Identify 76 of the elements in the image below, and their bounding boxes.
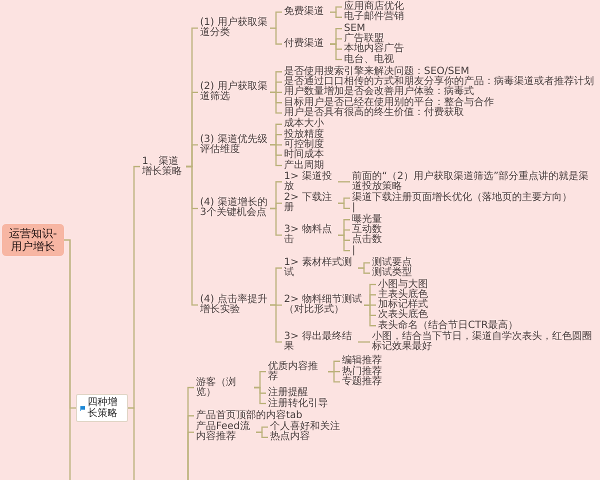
topic-label: 可控制度 xyxy=(282,140,326,150)
topic-label: 3> 物料点击 xyxy=(282,225,338,246)
topic-label: 热点内容 xyxy=(268,432,312,442)
connector-line xyxy=(270,304,282,343)
connector-line xyxy=(64,239,76,409)
topic-label: 1、渠道增长策略 xyxy=(140,156,186,177)
topic-label: 投放精度 xyxy=(282,130,326,140)
topic-label: 小图，结合当下节日，渠道自学次表头，红色圆圈标记效果最好 xyxy=(370,332,598,352)
topic-label: 四种增长策略 xyxy=(87,397,118,419)
topic-label: 时间成本 xyxy=(282,150,326,160)
connector-line xyxy=(128,407,135,480)
topic-label: 前面的“（2）用户获取渠道筛选”部分重点讲的就是渠道投放策略 xyxy=(350,172,598,192)
connector-line xyxy=(330,43,342,60)
topic-label: SEM xyxy=(342,24,368,34)
topic-label: 产品首页顶部的内容tab xyxy=(194,410,304,421)
topic-label: 次表头底色 xyxy=(376,310,430,320)
topic-label: 专题推荐 xyxy=(340,376,384,387)
connector-line xyxy=(270,208,282,236)
topic-label: 注册转化引导 xyxy=(266,398,330,408)
topic-label: 主表头底色 xyxy=(376,290,430,300)
topic-label: 免费渠道 xyxy=(282,7,330,18)
connector-line xyxy=(358,267,370,274)
topic-label: | xyxy=(350,203,358,214)
connector-line xyxy=(358,341,370,343)
topic-label: 曝光量 xyxy=(350,214,384,225)
topic-label: 用户数量增加是否会改善用户体验：病毒式 xyxy=(282,87,476,98)
topic-label: 用户是否具有很高的终生价值：付费获取 xyxy=(282,108,466,118)
topic-label: 2> 下载注册 xyxy=(282,193,338,214)
topic-label: (3) 渠道优先级评估维度 xyxy=(198,134,270,155)
topic-label: | xyxy=(350,246,358,256)
topic-label: 小图与大图 xyxy=(376,280,430,290)
topic-label: 游客（浏览） xyxy=(194,378,254,398)
topic-label: 付费渠道 xyxy=(282,39,330,50)
topic-label: (2) 用户获取渠道筛选 xyxy=(198,82,270,102)
topic-label: 本地内容广告 xyxy=(342,44,406,54)
connector-line xyxy=(330,12,342,18)
topic-label: 优质内容推荐 xyxy=(266,362,328,382)
topic-label: (1) 用户获取渠道分类 xyxy=(198,18,270,38)
connector-line xyxy=(338,234,350,252)
connector-line xyxy=(270,144,282,166)
connector-line xyxy=(186,166,198,306)
connector-line xyxy=(338,202,350,210)
topic-label: (4) 点击率提升增长实验 xyxy=(198,295,270,316)
topic-label: 互动数 xyxy=(350,225,384,235)
topic-label: 应用商店优化 xyxy=(342,2,406,12)
connector-line xyxy=(270,92,282,114)
topic-label: 电子邮件营销 xyxy=(342,12,406,22)
topic-label: 1> 素材样式测试 xyxy=(282,258,358,278)
topic-label: 1> 渠道投放 xyxy=(282,172,338,192)
topic-label: 测试要点 xyxy=(370,258,414,268)
topic-label: 2> 物料细节测试（对比形式） xyxy=(282,295,364,316)
topic-label: 广告联盟 xyxy=(342,34,386,44)
topic-label: 3> 得出最终结果 xyxy=(282,332,358,352)
central-topic: 运营知识-用户增长 xyxy=(2,224,64,256)
topic-label: 测试类型 xyxy=(370,268,414,278)
topic-label: 目标用户是否已经在使用别的平台：整合与合作 xyxy=(282,98,496,108)
connector-line xyxy=(187,432,194,480)
topic-card xyxy=(76,394,128,422)
topic-label: 成本大小 xyxy=(282,119,326,130)
connector-line xyxy=(364,304,376,326)
connector-line xyxy=(328,370,340,383)
topic-label: 注册提醒 xyxy=(266,388,310,398)
topic-label: 渠道下载注册页面增长优化（落地页的主要方向） xyxy=(350,193,574,204)
connector-line xyxy=(254,386,266,404)
topic-label: 点击数 xyxy=(350,235,384,246)
topic-label: (4) 渠道增长的3个关键机会点 xyxy=(198,198,270,218)
connector-line xyxy=(256,432,268,438)
topic-label: 产品Feed流内容推荐 xyxy=(194,422,256,442)
topic-label: 编辑推荐 xyxy=(340,356,384,366)
topic-label: 热门推荐 xyxy=(340,366,384,377)
topic-label: 是否使用搜索引擎来解决问题：SEO/SEM xyxy=(282,66,472,77)
topic-label: 表头命名（结合节日CTR最高） xyxy=(376,320,520,331)
connector-line xyxy=(338,181,350,182)
connector-line xyxy=(270,27,282,45)
topic-label: 电台、电视 xyxy=(342,54,396,64)
topic-label: 产出周期 xyxy=(282,160,326,170)
